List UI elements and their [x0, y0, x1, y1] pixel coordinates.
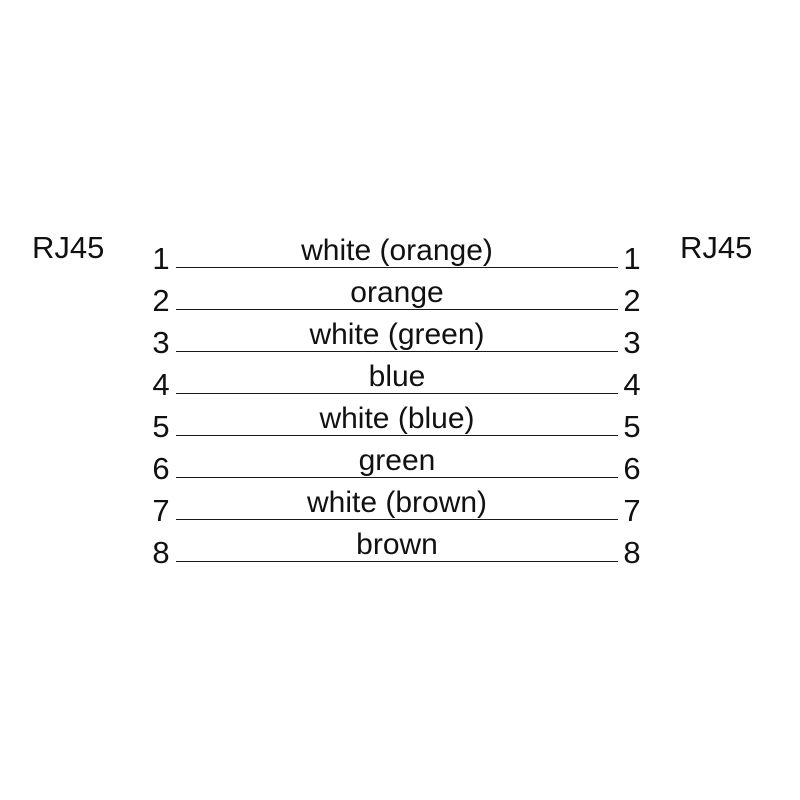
wire-line: [176, 351, 618, 352]
wire-line: [176, 267, 618, 268]
wire-label: white (orange): [301, 234, 493, 267]
pin-number-left: 7: [152, 493, 170, 528]
wire-line: [176, 477, 618, 478]
pin-number-right: 4: [623, 367, 641, 402]
wire-line: [176, 435, 618, 436]
wire-line: [176, 309, 618, 310]
wire-line: [176, 519, 618, 520]
pin-number-right: 7: [623, 493, 641, 528]
pin-number-left: 1: [152, 241, 170, 276]
pin-number-left: 6: [152, 451, 170, 486]
pin-number-right: 6: [623, 451, 641, 486]
pin-number-right: 2: [623, 283, 641, 318]
connector-label-left: RJ45: [32, 230, 105, 265]
pin-number-right: 5: [623, 409, 641, 444]
connector-label-right: RJ45: [680, 230, 753, 265]
pin-number-left: 5: [152, 409, 170, 444]
wire-label: blue: [368, 360, 426, 393]
pin-number-left: 3: [152, 325, 170, 360]
pin-number-right: 8: [623, 535, 641, 570]
wire-label: orange: [350, 276, 444, 309]
pin-number-left: 8: [152, 535, 170, 570]
wire-label: green: [358, 444, 436, 477]
wire-line: [176, 561, 618, 562]
wire-label: white (blue): [319, 402, 475, 435]
wire-label: white (brown): [306, 486, 488, 519]
pin-number-right: 1: [623, 241, 641, 276]
wire-label: brown: [356, 528, 438, 561]
wire-label: white (green): [309, 318, 485, 351]
pin-number-left: 4: [152, 367, 170, 402]
wire-line: [176, 393, 618, 394]
pin-number-right: 3: [623, 325, 641, 360]
pin-number-left: 2: [152, 283, 170, 318]
